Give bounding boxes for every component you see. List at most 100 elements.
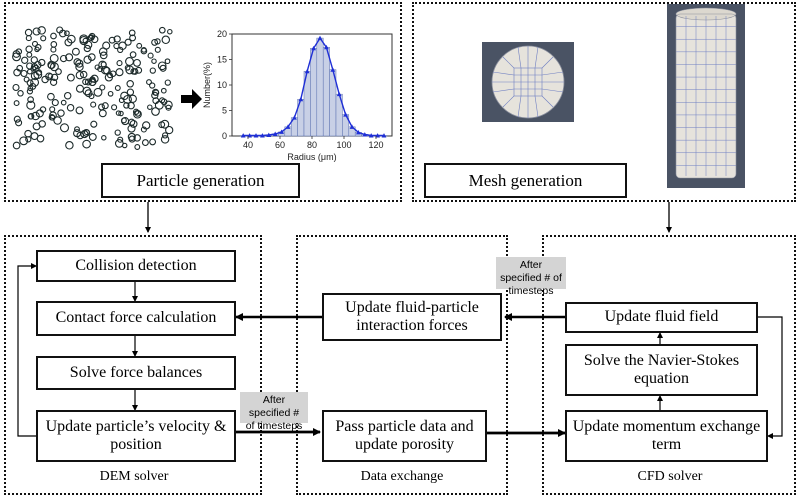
particle: [82, 139, 91, 149]
particle: [149, 82, 156, 89]
histogram-marker: [317, 35, 323, 41]
particle: [49, 111, 57, 120]
particle: [63, 91, 72, 100]
particle: [99, 51, 108, 60]
particle: [25, 35, 32, 42]
update-forces-box: Update fluid-particle interaction forces: [322, 293, 502, 341]
particle: [34, 46, 40, 53]
particle: [75, 106, 84, 115]
note-cfd-to-exchange: After specified # of timesteps: [496, 257, 566, 297]
particle: [93, 87, 103, 97]
particle: [114, 129, 121, 136]
particle: [27, 96, 34, 103]
particle: [126, 88, 135, 96]
particle-image: [14, 28, 172, 150]
histogram-xlabel: Radius (μm): [287, 152, 336, 162]
particle: [167, 28, 173, 35]
cfd-panel: [542, 235, 796, 495]
particle: [90, 74, 99, 83]
particle: [100, 61, 107, 68]
histogram-xtick-label: 120: [368, 140, 383, 150]
histogram-ytick-label: 10: [217, 80, 227, 90]
particle: [130, 68, 137, 75]
particle: [38, 58, 46, 67]
particle: [13, 100, 20, 107]
particle: [50, 73, 59, 82]
histogram-marker: [298, 96, 304, 102]
particle: [121, 117, 130, 126]
particle: [49, 62, 59, 72]
contact-force-box: Contact force calculation: [36, 301, 236, 336]
particle: [64, 30, 70, 37]
histogram-marker: [324, 44, 329, 50]
pass-data-box: Pass particle data and update porosity: [322, 410, 487, 462]
particle: [132, 108, 140, 115]
particle: [47, 92, 55, 101]
particle: [56, 26, 64, 34]
particle: [129, 51, 137, 58]
particle: [73, 129, 82, 138]
particle: [101, 102, 109, 110]
particle: [127, 132, 136, 141]
particle: [26, 51, 33, 58]
particle: [15, 119, 23, 127]
particle: [65, 53, 74, 62]
particle: [161, 35, 171, 45]
particle: [31, 40, 39, 47]
particle: [87, 53, 96, 61]
particle: [116, 60, 123, 67]
particle: [107, 90, 114, 97]
histogram-ytick-label: 15: [217, 55, 227, 65]
histogram-marker: [285, 124, 291, 129]
big-arrow-icon: [181, 89, 202, 109]
particle: [31, 111, 40, 121]
particle: [114, 85, 121, 91]
histogram-marker: [356, 130, 361, 135]
particle: [40, 35, 47, 42]
particle: [158, 26, 166, 34]
particle: [90, 101, 97, 108]
histogram-marker: [381, 133, 387, 138]
collision-detection-box: Collision detection: [36, 250, 236, 282]
particle: [90, 120, 98, 128]
histogram-xtick-label: 80: [307, 140, 317, 150]
particle: [60, 99, 67, 106]
histogram-bar: [322, 47, 330, 137]
particle: [157, 61, 167, 71]
particle: [124, 38, 132, 46]
particle: [154, 38, 161, 45]
particle: [51, 99, 59, 107]
particle: [30, 71, 40, 81]
particle: [118, 97, 125, 104]
particle: [141, 139, 149, 147]
particle: [136, 42, 143, 49]
histogram-xtick-label: 100: [336, 140, 351, 150]
update-velocity-box: Update particle’s velocity & position: [36, 410, 236, 462]
particle: [26, 100, 36, 110]
particle: [37, 26, 46, 35]
particle: [21, 56, 29, 64]
particle: [164, 58, 171, 65]
particle: [13, 115, 21, 123]
histogram-marker: [330, 67, 336, 72]
particle: [115, 110, 122, 116]
exchange-panel: [296, 235, 508, 495]
histogram-bar: [310, 48, 318, 137]
particle: [124, 64, 131, 71]
particle: [75, 71, 84, 80]
particle: [113, 35, 121, 43]
particle: [49, 78, 58, 86]
particle: [49, 53, 59, 63]
momentum-exchange-box: Update momentum exchange term: [565, 410, 768, 462]
particle: [74, 126, 80, 133]
particle: [12, 52, 21, 62]
particle: [34, 44, 42, 51]
particle: [118, 41, 127, 51]
particle: [26, 88, 34, 95]
navier-stokes-box: Solve the Navier-Stokes equation: [565, 344, 758, 396]
histogram-marker: [253, 133, 259, 138]
histogram-marker: [368, 133, 374, 138]
particle: [159, 64, 167, 72]
